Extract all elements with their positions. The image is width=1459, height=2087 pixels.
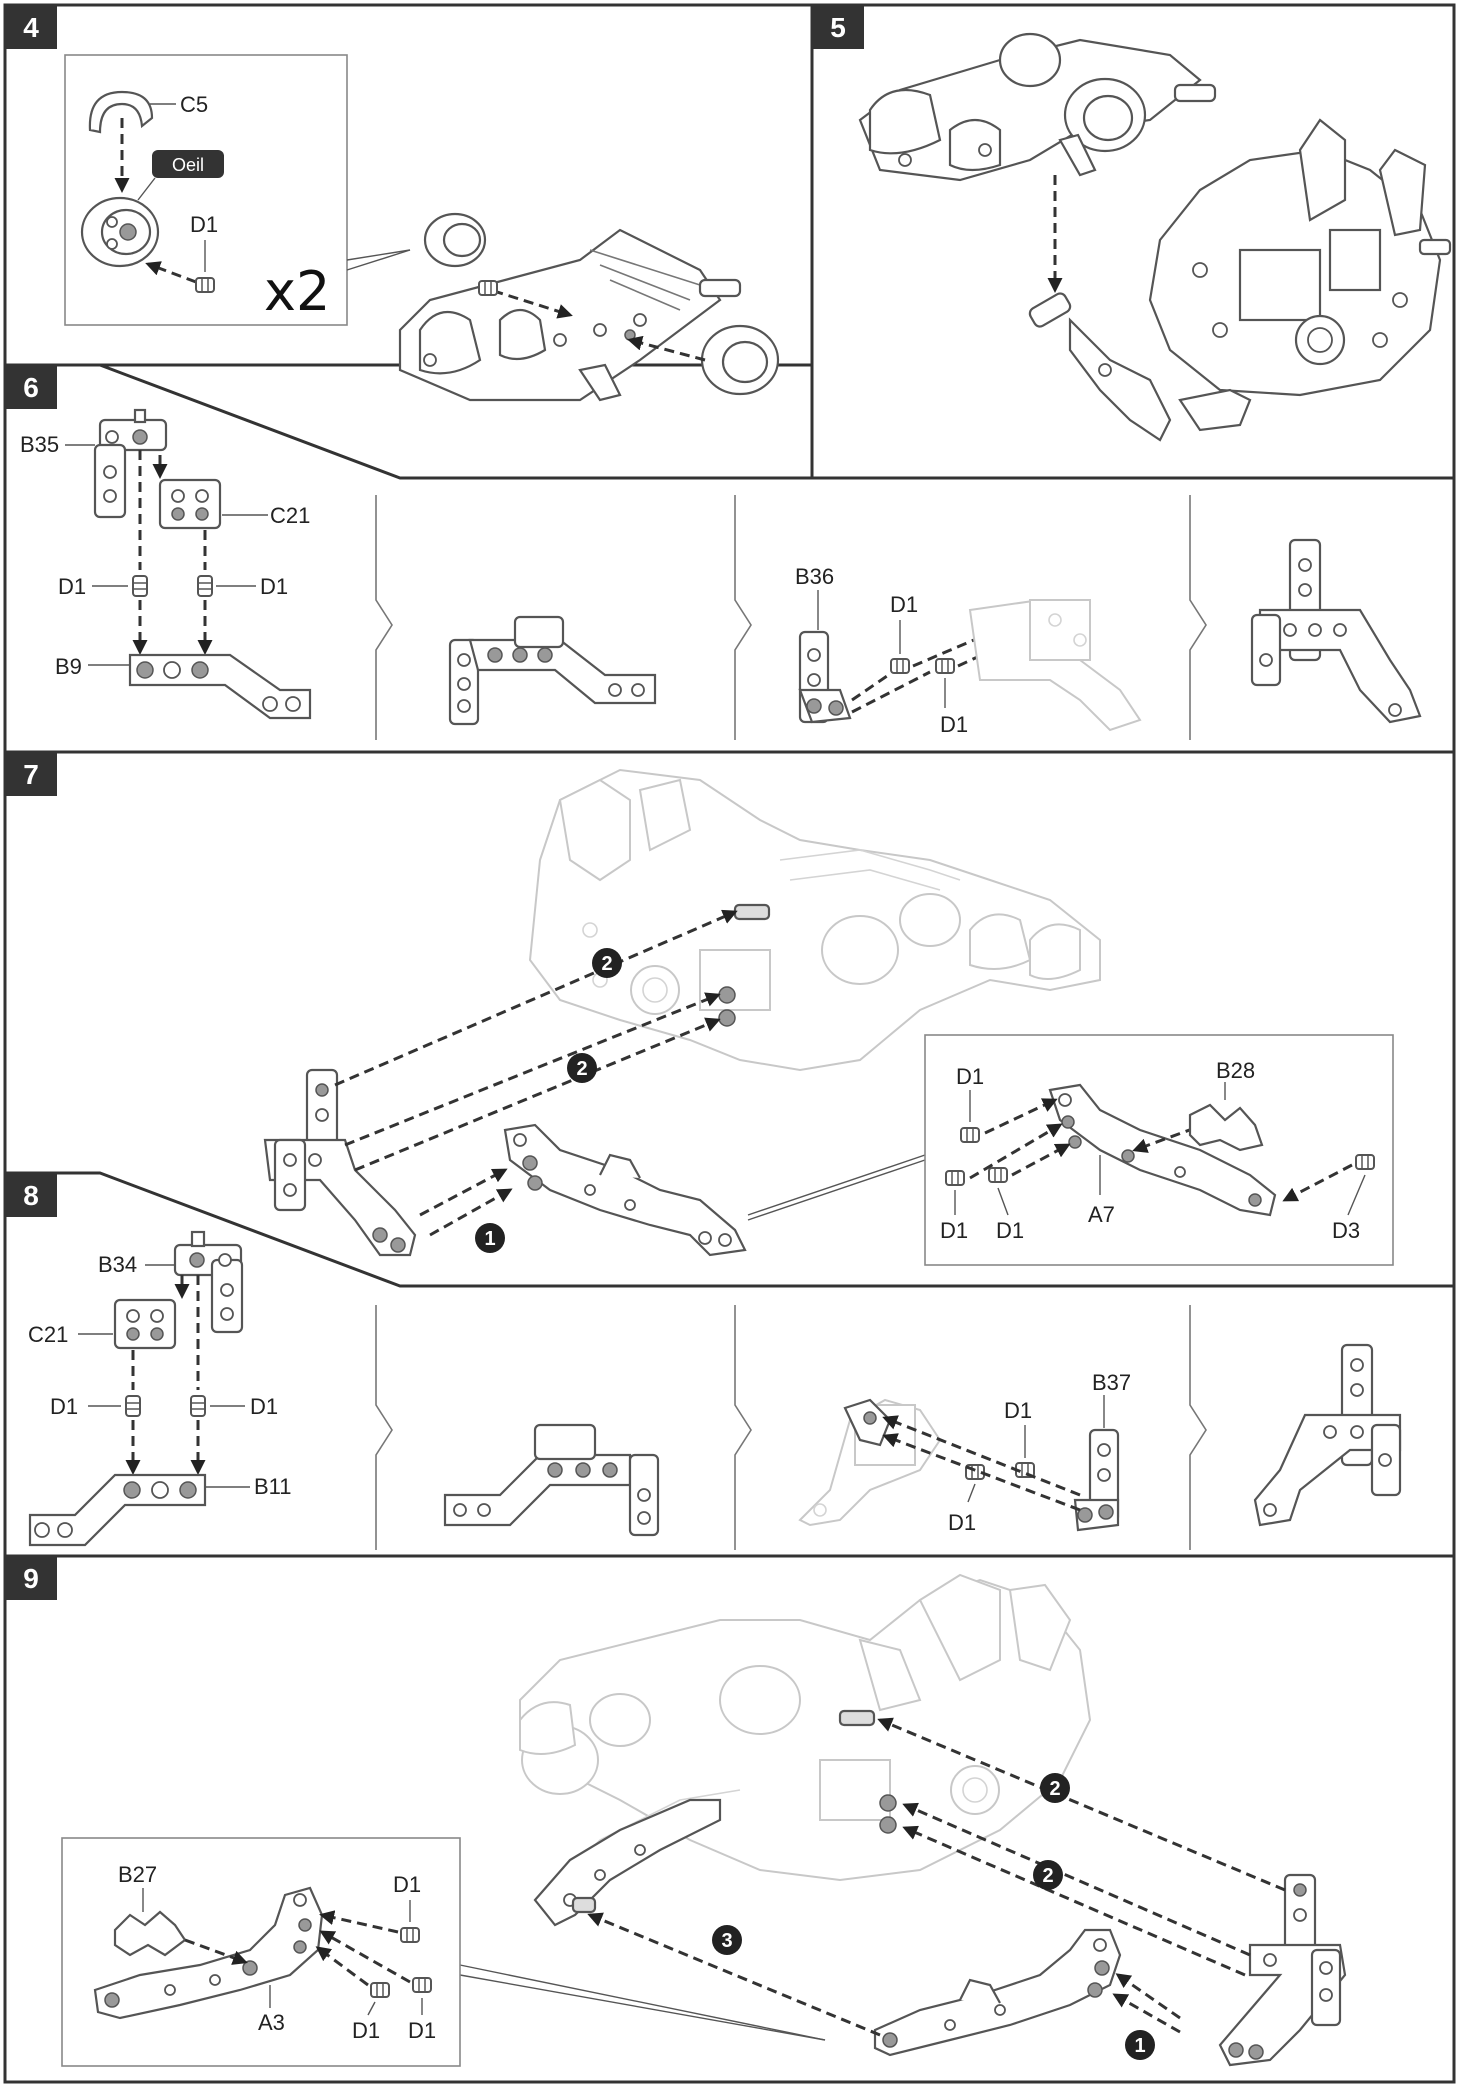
step-7-label-a7: A7 bbox=[1088, 1202, 1115, 1227]
step-6-ghost-assembly bbox=[970, 600, 1140, 730]
step-8-final-assembly bbox=[1255, 1345, 1400, 1525]
step-7-callout-1-text: 1 bbox=[484, 1228, 495, 1250]
step-8-part-b11: B11 bbox=[30, 1474, 292, 1545]
step-8-label-b11: B11 bbox=[254, 1474, 292, 1499]
chevron-right-icon bbox=[1190, 1305, 1206, 1550]
step-5-body-assembly bbox=[1150, 120, 1450, 430]
step-9-right-bracket bbox=[1220, 1875, 1345, 2065]
step-9-callout-3: 3 bbox=[712, 1925, 742, 1955]
step-7-inset-part-a7: A7 bbox=[1050, 1085, 1275, 1227]
step-8-intermediate-assembly bbox=[445, 1425, 658, 1535]
step-6-final-assembly bbox=[1252, 540, 1420, 722]
step-7-part-a7-main bbox=[505, 1125, 745, 1255]
step-9-left-rail bbox=[535, 1800, 720, 1925]
step-7-number: 7 bbox=[23, 759, 39, 790]
step-6-number: 6 bbox=[23, 372, 39, 403]
step-7-label-d1-left: D1 bbox=[940, 1218, 968, 1243]
step-8-label-b34: B34 bbox=[98, 1252, 137, 1277]
step-7-label-b28: B28 bbox=[1216, 1058, 1255, 1083]
step-9-label-d1-left: D1 bbox=[352, 2018, 380, 2043]
step-9-part-a3-main bbox=[875, 1930, 1120, 2055]
step-9-callout-2-upper: 2 bbox=[1040, 1773, 1070, 1803]
step-7-callout-2-upper: 2 bbox=[592, 948, 622, 978]
step-8-part-c21: C21 bbox=[28, 1300, 175, 1348]
chevron-right-icon bbox=[1190, 495, 1206, 740]
step-9-label-d1-right: D1 bbox=[408, 2018, 436, 2043]
step-8-badge: 8 bbox=[5, 1173, 57, 1217]
step-4-eye-tag: Oeil bbox=[138, 150, 224, 200]
step-9-inset-part-a3: A3 bbox=[95, 1888, 322, 2035]
step-6-part-b35: B35 bbox=[20, 410, 166, 517]
step-7-left-bracket bbox=[265, 1070, 415, 1255]
step-6-label-c21: C21 bbox=[270, 503, 310, 528]
step-5-badge: 5 bbox=[812, 5, 864, 49]
step-9-callout-3-text: 3 bbox=[721, 1930, 732, 1952]
step-8-label-d1-left: D1 bbox=[50, 1394, 78, 1419]
step-9-label-a3: A3 bbox=[258, 2010, 285, 2035]
step-8-number: 8 bbox=[23, 1180, 39, 1211]
step-6-label-d1-left: D1 bbox=[58, 574, 86, 599]
step-8-label-c21: C21 bbox=[28, 1322, 68, 1347]
step-4-number: 4 bbox=[23, 12, 39, 43]
chevron-right-icon bbox=[376, 495, 392, 740]
step-9-callout-2a: 2 bbox=[1049, 1778, 1060, 1800]
step-4-pin-d1 bbox=[196, 278, 214, 292]
step-9-callout-1: 1 bbox=[1125, 2030, 1155, 2060]
step-8-label-d1-bottom: D1 bbox=[948, 1510, 976, 1535]
step-5-pin-linkage bbox=[1028, 291, 1170, 440]
step-9-label-d1-top: D1 bbox=[393, 1872, 421, 1897]
step-9-callout-2b: 2 bbox=[1042, 1865, 1053, 1887]
step-6-pin-upper bbox=[891, 659, 909, 673]
step-6-part-c21: C21 bbox=[160, 480, 310, 528]
step-6-part-b9: B9 bbox=[55, 654, 310, 718]
step-6-label-d1-top: D1 bbox=[890, 592, 918, 617]
step-6-intermediate-assembly bbox=[450, 617, 655, 724]
step-9-label-b27: B27 bbox=[118, 1862, 157, 1887]
step-6-label-d1-bottom: D1 bbox=[940, 712, 968, 737]
step-6-badge: 6 bbox=[5, 365, 57, 409]
step-7-inset-part-b28: B28 bbox=[1190, 1058, 1262, 1150]
step-4-badge: 4 bbox=[5, 5, 57, 49]
step-4-eye-cap-c5: C5 bbox=[90, 92, 208, 132]
step-9-inset-part-b27: B27 bbox=[115, 1862, 185, 1955]
step-7-callout-2a: 2 bbox=[601, 953, 612, 975]
step-4-label-c5: C5 bbox=[180, 92, 208, 117]
chevron-right-icon bbox=[735, 495, 751, 740]
step-4-eye-disc bbox=[82, 198, 158, 266]
step-8-part-b37: B37 bbox=[1075, 1370, 1131, 1530]
step-9-callout-2-lower: 2 bbox=[1033, 1860, 1063, 1890]
step-7-ghost-model bbox=[530, 770, 1100, 1070]
step-9-callout-1-text: 1 bbox=[1134, 2035, 1145, 2057]
step-6-label-d1-right: D1 bbox=[260, 574, 288, 599]
step-7-callout-1: 1 bbox=[475, 1223, 505, 1253]
step-7-label-d1-mid: D1 bbox=[996, 1218, 1024, 1243]
step-8-label-d1-right: D1 bbox=[250, 1394, 278, 1419]
step-6-label-b9: B9 bbox=[55, 654, 82, 679]
step-7-badge: 7 bbox=[5, 752, 57, 796]
step-6-part-b36: B36 bbox=[795, 564, 850, 722]
step-7-callout-2-lower: 2 bbox=[567, 1053, 597, 1083]
step-7-label-d1-top: D1 bbox=[956, 1064, 984, 1089]
step-4-tag-oeil: Oeil bbox=[172, 155, 204, 175]
chevron-right-icon bbox=[376, 1305, 392, 1550]
step-6-label-b35: B35 bbox=[20, 432, 59, 457]
chevron-right-icon bbox=[735, 1305, 751, 1550]
step-5-front-assembly bbox=[860, 34, 1215, 180]
step-8-label-d1-top: D1 bbox=[1004, 1398, 1032, 1423]
step-8-label-b37: B37 bbox=[1092, 1370, 1131, 1395]
step-7-callout-2b: 2 bbox=[576, 1058, 587, 1080]
step-9-number: 9 bbox=[23, 1563, 39, 1594]
step-4-label-d1: D1 bbox=[190, 212, 218, 237]
step-5-number: 5 bbox=[830, 12, 846, 43]
step-4-multiplier: x2 bbox=[264, 260, 330, 323]
step-4-chassis-assembly bbox=[400, 214, 778, 400]
step-9-badge: 9 bbox=[5, 1556, 57, 1600]
step-7-label-d3: D3 bbox=[1332, 1218, 1360, 1243]
step-6-label-b36: B36 bbox=[795, 564, 834, 589]
